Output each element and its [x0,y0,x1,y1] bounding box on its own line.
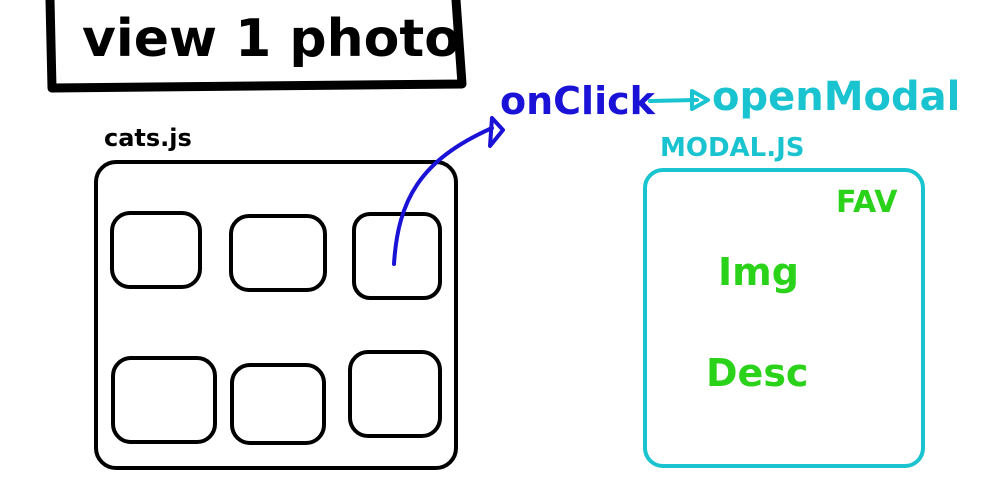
thumbnail [110,211,202,289]
title-text: view 1 photo [82,9,460,69]
arrow-shaft [648,98,699,103]
open-modal-connector: openModal [648,74,960,120]
cats-js-label: cats.js [104,124,192,152]
modal-box [643,168,925,468]
curved-arrow [392,126,494,266]
modal-js-label: MODAL.JS [660,133,805,163]
cats-grid-box [94,160,458,470]
thumbnail [230,363,326,445]
arrow-head [690,89,710,111]
modal-component: MODAL.JS FAV Img Desc [643,133,925,468]
thumbnail [229,214,327,292]
onclick-connector: onClick [392,79,656,266]
cats-grid-component: cats.js [94,124,458,470]
fav-label: FAV [836,185,898,220]
title-box: view 1 photo [45,0,467,93]
arrow-head [488,116,505,148]
onclick-label: onClick [500,79,656,123]
thumbnail [352,212,442,300]
thumbnail [111,356,217,444]
img-label: Img [718,250,799,294]
open-modal-label: openModal [712,74,960,120]
desc-label: Desc [706,351,808,395]
thumbnail [348,350,442,438]
